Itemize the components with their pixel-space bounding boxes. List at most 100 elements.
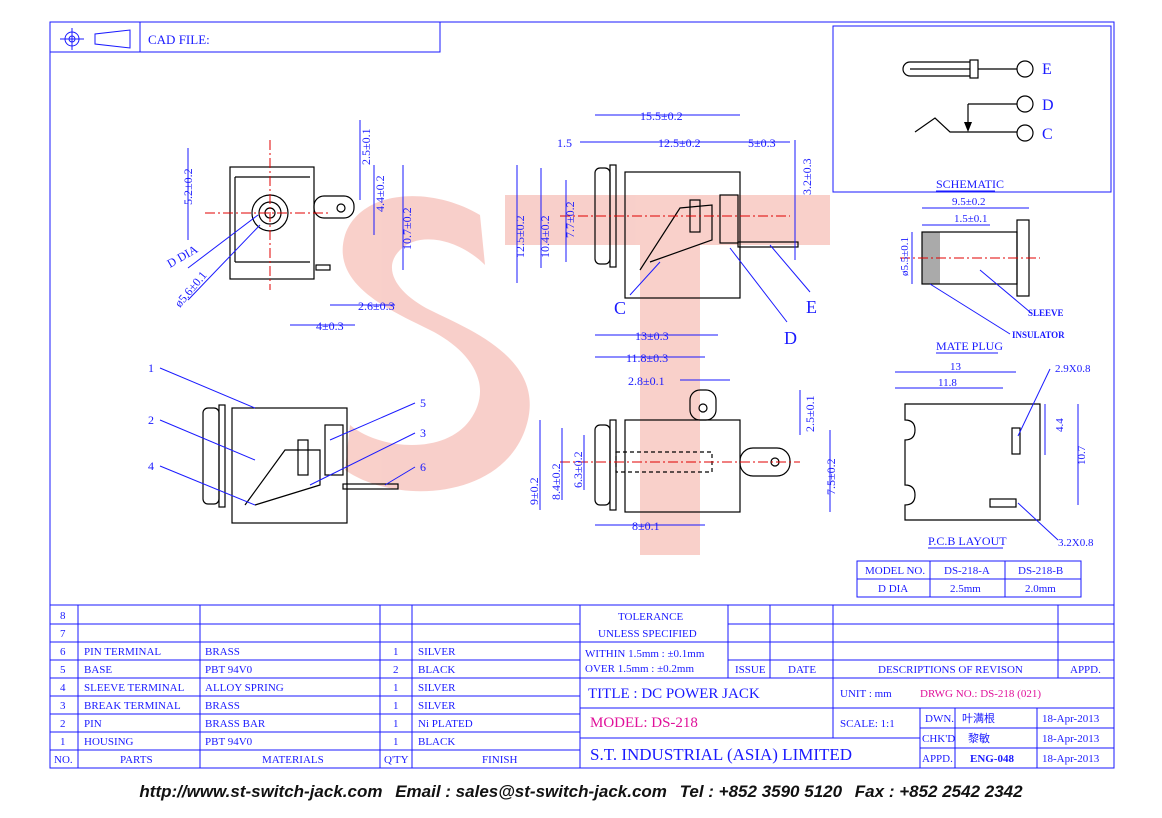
schematic: E D C SCHEMATIC	[832, 25, 1112, 193]
appd-label: APPD.	[922, 753, 953, 765]
bom-qty: 1	[393, 646, 399, 658]
bom-material: BRASS	[205, 646, 240, 658]
dim-2-5-b: 2.5±0.1	[803, 395, 817, 432]
dim-7-7: 7.7±0.2	[563, 201, 577, 238]
header: CAD FILE:	[49, 21, 441, 53]
bom-no: 4	[60, 682, 66, 694]
bom-material: PBT 94V0	[205, 736, 253, 748]
bom-no: 7	[60, 628, 66, 640]
dim-1-5-plug: 1.5±0.1	[954, 213, 988, 225]
dim-8-4: 8.4±0.2	[549, 463, 563, 500]
mate-plug: 9.5±0.2 1.5±0.1 ø5.5±0.1 SLEEVE INSULATO…	[899, 196, 1065, 354]
bom-no: 8	[60, 610, 66, 622]
insulator-label: INSULATOR	[1012, 330, 1065, 340]
pcb-layout: 13 11.8 2.9X0.8 4.4 10.7 3.2X0.8 P.C.B L…	[895, 361, 1094, 549]
model-table: MODEL NO. DS-218-A DS-218-B D DIA 2.5mm …	[856, 560, 1082, 598]
d-dia-label: D DIA	[165, 242, 201, 271]
tolerance-line1: WITHIN 1.5mm : ±0.1mm	[585, 648, 705, 660]
schematic-title: SCHEMATIC	[936, 177, 1004, 191]
bom-material: BRASS BAR	[205, 718, 266, 730]
dim-4: 4±0.3	[316, 319, 344, 333]
bom-material: ALLOY SPRING	[205, 682, 284, 694]
bom-header-no: NO.	[54, 754, 73, 766]
bom-part: SLEEVE TERMINAL	[84, 682, 185, 694]
model-text: MODEL: DS-218	[590, 715, 698, 731]
label-e: E	[806, 297, 817, 317]
appd-name: ENG-048	[970, 753, 1015, 765]
dim-2-8: 2.8±0.1	[628, 374, 665, 388]
dim-6-3: 6.3±0.2	[571, 451, 585, 488]
callout-3: 3	[420, 426, 426, 440]
dim-4-4: 4.4±0.2	[373, 175, 387, 212]
rev-date-header: DATE	[788, 664, 816, 676]
dim-phi-5-5: ø5.5±0.1	[899, 237, 911, 276]
bom-no: 6	[60, 646, 66, 658]
bom-qty: 1	[393, 718, 399, 730]
rev-desc-header: DESCRIPTIONS OF REVISON	[878, 664, 1023, 676]
pcb-dim-10-7: 10.7	[1076, 445, 1088, 465]
company-name: S.T. INDUSTRIAL (ASIA) LIMITED	[590, 745, 852, 764]
model-row-1: 2.5mm	[950, 583, 981, 595]
tel-text: Tel : +852 3590 5120	[679, 782, 843, 801]
dim-12-5-w: 12.5±0.2	[658, 136, 701, 150]
rev-appd-header: APPD.	[1070, 664, 1101, 676]
callout-6: 6	[420, 460, 426, 474]
pin-e-label: E	[1042, 61, 1052, 78]
bom-finish: SILVER	[418, 682, 456, 694]
tolerance-subtitle: UNLESS SPECIFIED	[598, 628, 697, 640]
bom-part: PIN TERMINAL	[84, 646, 161, 658]
label-c: C	[614, 298, 626, 318]
tolerance-title: TOLERANCE	[618, 611, 683, 623]
pin-d-label: D	[1042, 97, 1054, 114]
parts-view: 1 2 4 5 3 6	[148, 361, 426, 524]
bom-header-part: PARTS	[120, 754, 153, 766]
dim-7-5: 7.5±0.2	[824, 458, 838, 495]
chk-name: 黎敏	[968, 731, 990, 745]
dim-2-6: 2.6±0.3	[358, 299, 395, 313]
bom-part: BASE	[84, 664, 112, 676]
callout-2: 2	[148, 413, 154, 427]
bom-finish: BLACK	[418, 736, 455, 748]
model-row-2: 2.0mm	[1025, 583, 1056, 595]
pcb-dim-11-8: 11.8	[938, 377, 957, 389]
callout-5: 5	[420, 396, 426, 410]
website-link[interactable]: http://www.st-switch-jack.com	[139, 782, 383, 801]
model-header-1: DS-218-A	[944, 565, 990, 577]
model-row-0: D DIA	[878, 583, 908, 595]
rev-issue-header: ISSUE	[735, 664, 766, 676]
fax-text: Fax : +852 2542 2342	[854, 782, 1023, 801]
bom-no: 1	[60, 736, 66, 748]
dwn-name: 叶满根	[962, 711, 995, 725]
dim-9: 9±0.2	[527, 477, 541, 505]
email-text[interactable]: Email : sales@st-switch-jack.com	[395, 782, 667, 801]
bom-part: PIN	[84, 718, 102, 730]
pin-c-label: C	[1042, 126, 1053, 143]
callout-1: 1	[148, 361, 154, 375]
chk-date: 18-Apr-2013	[1042, 733, 1100, 745]
st-watermark	[342, 195, 830, 555]
bom-material: BRASS	[205, 700, 240, 712]
tolerance-block: TOLERANCE UNLESS SPECIFIED WITHIN 1.5mm …	[580, 605, 1114, 679]
dim-13: 13±0.3	[635, 329, 669, 343]
bom-no: 2	[60, 718, 66, 730]
dim-3-2: 3.2±0.3	[800, 158, 814, 195]
side-view: 15.5±0.2 1.5 12.5±0.2 5±0.3 3.2±0.3 12.5…	[513, 109, 817, 348]
pcb-dim-13: 13	[950, 361, 962, 373]
dim-2-5: 2.5±0.1	[359, 128, 373, 165]
dim-5-2: 5.2±0.2	[181, 168, 195, 205]
mate-plug-title: MATE PLUG	[936, 339, 1003, 353]
dim-11-8: 11.8±0.3	[626, 351, 668, 365]
projection-cone-icon	[94, 29, 131, 49]
sleeve-label: SLEEVE	[1028, 308, 1064, 318]
scale-text: SCALE: 1:1	[840, 718, 895, 730]
bom-header-finish: FINISH	[482, 754, 518, 766]
dim-12-5-h: 12.5±0.2	[513, 215, 527, 258]
bom-qty: 1	[393, 700, 399, 712]
phi-5-6-label: ø5.6±0.1	[172, 268, 210, 310]
dwn-date: 18-Apr-2013	[1042, 713, 1100, 725]
bom-qty: 2	[393, 664, 399, 676]
dim-5: 5±0.3	[748, 136, 776, 150]
callout-4: 4	[148, 459, 154, 473]
bom-finish: SILVER	[418, 700, 456, 712]
